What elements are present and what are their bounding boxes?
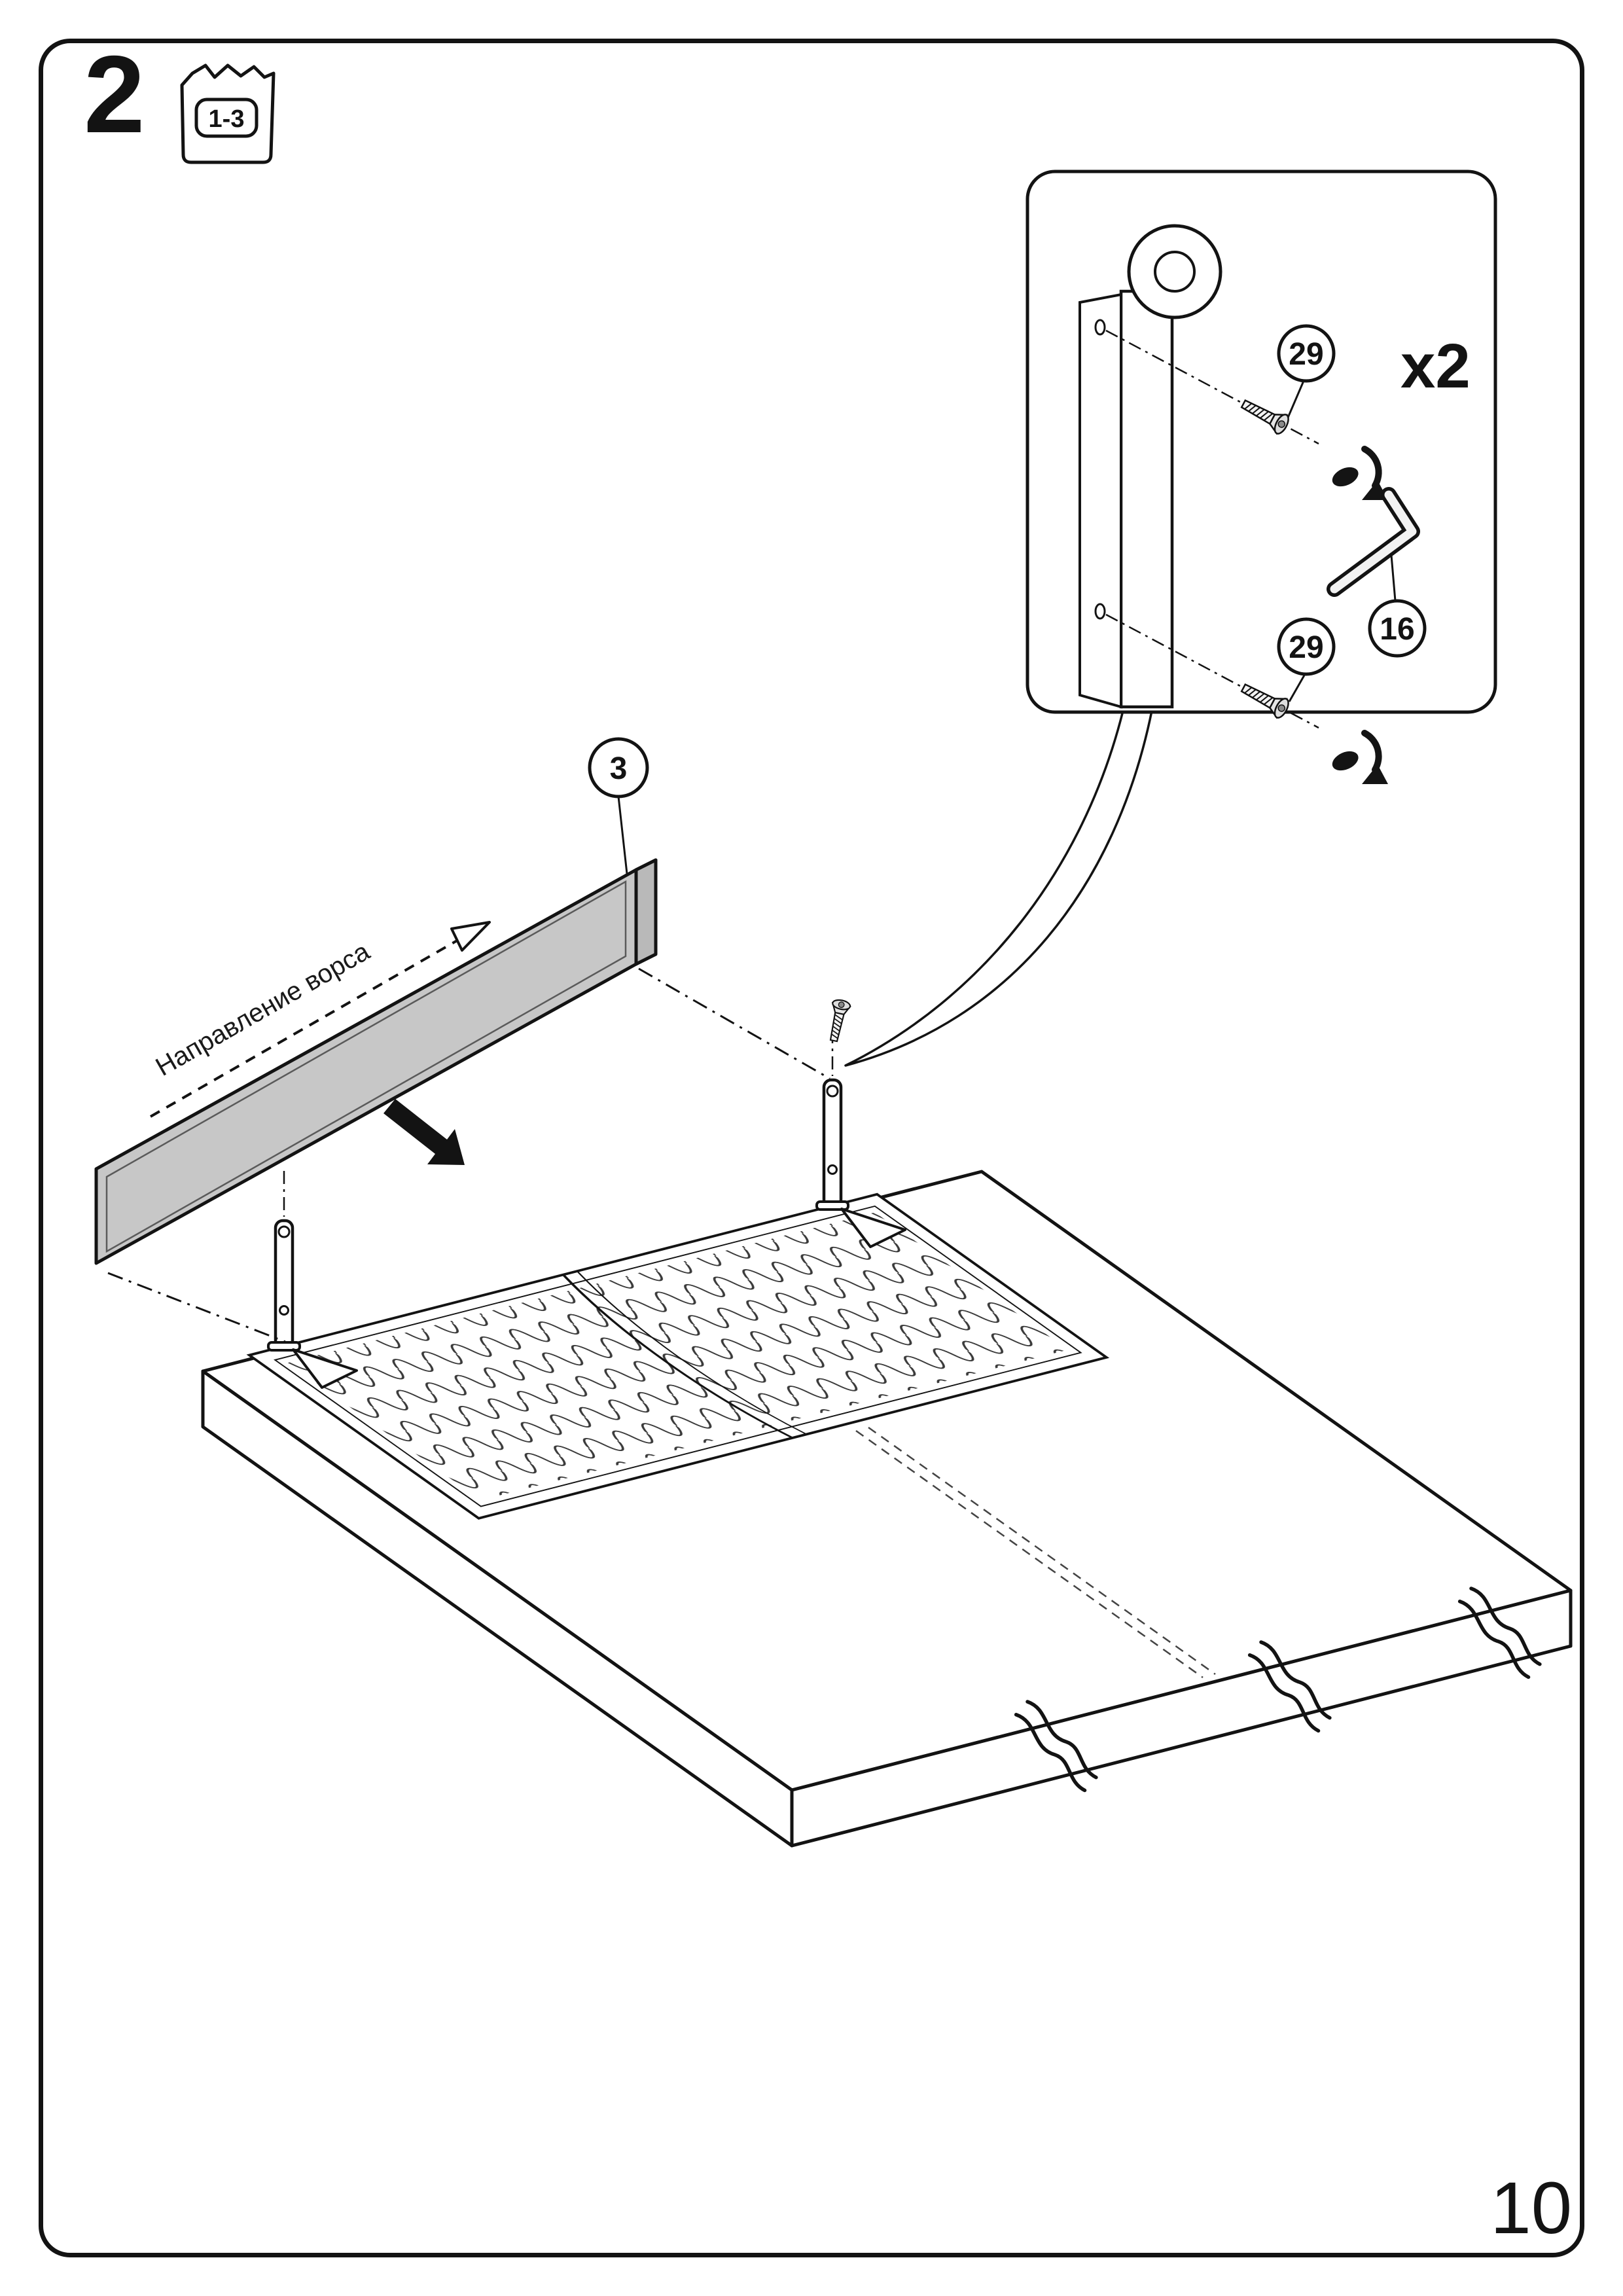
hex-key-icon bbox=[1327, 487, 1420, 597]
bag-label-frame bbox=[194, 98, 259, 138]
page-number: 10 bbox=[1490, 2167, 1572, 2249]
bracket-bar bbox=[1119, 289, 1174, 709]
part-3-leader-line bbox=[617, 796, 628, 874]
turn-arrow-icon bbox=[1329, 733, 1388, 784]
frame-cross-bar bbox=[562, 1274, 794, 1439]
hardware-bag-icon: 1-3 bbox=[180, 63, 276, 164]
bag-quantity-label: 1-3 bbox=[209, 105, 245, 133]
seam-line bbox=[868, 1426, 1216, 1676]
insert-arrow-icon bbox=[383, 1099, 465, 1165]
straps bbox=[1014, 1587, 1542, 1793]
bracket-hole bbox=[1094, 319, 1106, 336]
leader-line bbox=[1287, 380, 1305, 418]
strap-icon bbox=[1457, 1587, 1542, 1679]
leader-line bbox=[1390, 554, 1397, 601]
bed-base-right-side bbox=[790, 1588, 1573, 1848]
frame-cross-bar bbox=[576, 1270, 808, 1435]
part-label-29-top-circle bbox=[1277, 324, 1336, 383]
panel-inner-border bbox=[105, 880, 627, 1253]
alignment-line-left bbox=[107, 1272, 286, 1343]
bracket-latch-left bbox=[292, 1348, 358, 1389]
headboard-panel bbox=[94, 858, 658, 1265]
bracket-hole bbox=[1094, 603, 1106, 620]
strap-icon bbox=[1247, 1640, 1332, 1733]
screw-icon bbox=[824, 997, 852, 1043]
pile-direction-arrowhead bbox=[450, 921, 491, 952]
strap-icon bbox=[1014, 1700, 1098, 1793]
panel-end-face bbox=[634, 858, 658, 966]
bracket-roller-hub bbox=[1154, 251, 1196, 293]
page-border bbox=[39, 39, 1584, 2257]
mounting-bracket-left bbox=[268, 1171, 300, 1350]
part-label-29-bottom: 29 bbox=[1289, 630, 1323, 665]
bracket-detail-drawing bbox=[1079, 224, 1222, 709]
panel-front-face bbox=[94, 868, 638, 1265]
spring-frame-inner bbox=[274, 1205, 1082, 1507]
quantity-label: x2 bbox=[1400, 331, 1471, 401]
part-label-29-bottom-circle bbox=[1277, 617, 1336, 676]
part-label-16-circle bbox=[1368, 599, 1427, 658]
part-label-16: 16 bbox=[1380, 612, 1414, 647]
part-label-3: 3 bbox=[610, 751, 628, 786]
leader-swoosh bbox=[844, 709, 1153, 1067]
mounting-bracket-right bbox=[817, 1030, 848, 1210]
part-label-29-top: 29 bbox=[1289, 337, 1323, 372]
seam-line bbox=[855, 1429, 1204, 1679]
detail-callout: 29 29 16 x2 bbox=[1026, 170, 1497, 784]
part-label-3-circle bbox=[588, 737, 649, 798]
pile-direction-dash-line bbox=[150, 933, 469, 1118]
step-number: 2 bbox=[84, 33, 145, 156]
leader-line bbox=[1288, 673, 1306, 702]
pile-direction-arrow bbox=[150, 921, 491, 1118]
bracket-latch-right bbox=[840, 1208, 906, 1248]
bracket-flange bbox=[1079, 293, 1122, 709]
spring-frame bbox=[246, 1193, 1110, 1520]
alignment-line-right bbox=[638, 967, 830, 1080]
